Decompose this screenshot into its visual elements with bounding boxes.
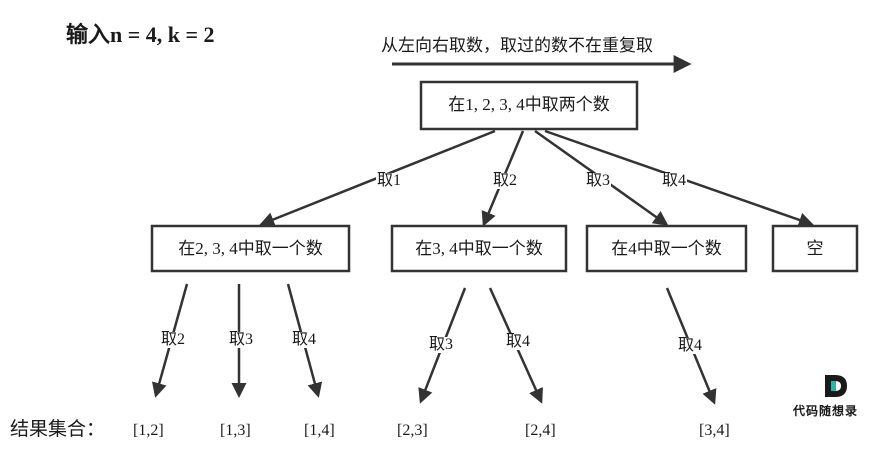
brand-logo-text: 代码随想录 — [793, 404, 859, 418]
level1-node-label-4: 空 — [806, 239, 824, 258]
brand-logo: 代码随想录 — [793, 372, 883, 422]
level1-node-box-4 — [771, 224, 859, 273]
edge-label-node2-take-3: 取3 — [428, 336, 455, 353]
edge-label-take-2: 取2 — [492, 172, 519, 189]
level1-node-box-1 — [150, 224, 351, 273]
result-item-2: [1,3] — [220, 422, 251, 439]
result-item-5: [2,4] — [525, 422, 556, 439]
result-item-1: [1,2] — [133, 422, 164, 439]
level1-node-label-1: 在2, 3, 4中取一个数 — [178, 239, 323, 258]
root-node-label: 在1, 2, 3, 4中取两个数 — [448, 95, 610, 114]
edge-label-take-3: 取3 — [585, 172, 612, 189]
edge-label-node1-take-3: 取3 — [228, 331, 255, 348]
level1-node-box-2 — [390, 224, 568, 273]
level1-node-box-3 — [585, 224, 748, 273]
level1-node-label-3: 在4中取一个数 — [611, 239, 722, 258]
edge-label-node1-take-2: 取2 — [160, 331, 187, 348]
edge-label-take-4: 取4 — [661, 172, 688, 189]
level1-node-label-2: 在3, 4中取一个数 — [415, 239, 543, 258]
problem-heading: 输入n = 4, k = 2 — [66, 22, 215, 47]
brand-logo-mark — [825, 375, 847, 397]
result-item-4: [2,3] — [397, 422, 428, 439]
direction-note: 从左向右取数，取过的数不在重复取 — [381, 36, 653, 55]
root-node-box — [419, 80, 639, 131]
edge-label-node1-take-4: 取4 — [291, 331, 318, 348]
edge-label-take-1: 取1 — [376, 172, 403, 189]
results-label: 结果集合： — [10, 419, 106, 440]
result-item-6: [3,4] — [699, 422, 730, 439]
result-item-3: [1,4] — [304, 422, 335, 439]
edge-label-node3-take-4: 取4 — [677, 337, 704, 354]
edge-label-node2-take-4: 取4 — [505, 333, 532, 350]
